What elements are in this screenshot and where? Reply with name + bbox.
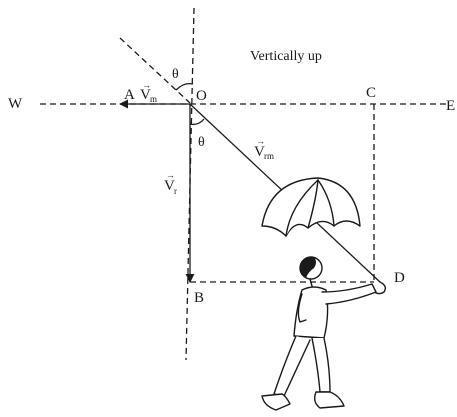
- point-o-label: O: [196, 88, 207, 104]
- svg-text:V: V: [164, 178, 175, 194]
- angle-arc-top: [175, 82, 194, 91]
- vertically-up-label: Vertically up: [250, 49, 322, 64]
- svg-text:V: V: [254, 144, 265, 160]
- vector-vr-label: → V r: [164, 170, 177, 196]
- svg-text:V: V: [140, 87, 151, 103]
- point-d-label: D: [394, 270, 405, 286]
- vector-vrm-label: → V rm: [254, 136, 274, 161]
- rain-line-extension: [119, 37, 191, 104]
- svg-text:r: r: [174, 186, 177, 196]
- point-c-label: C: [366, 85, 376, 101]
- angle-arc-bottom: [189, 118, 205, 126]
- theta-top-label: θ: [172, 67, 179, 82]
- svg-text:→: →: [166, 170, 175, 180]
- west-label: W: [8, 96, 23, 112]
- east-label: E: [446, 98, 455, 114]
- svg-text:→: →: [256, 136, 265, 146]
- vector-vm-label: → V m: [140, 80, 157, 104]
- svg-text:rm: rm: [264, 151, 274, 161]
- svg-text:→: →: [142, 80, 151, 90]
- person-with-umbrella-icon: [261, 177, 387, 411]
- point-a-label: A: [124, 87, 135, 103]
- vertical-axis: [185, 7, 195, 361]
- point-b-label: B: [194, 290, 204, 306]
- svg-text:m: m: [150, 94, 157, 104]
- theta-bottom-label: θ: [198, 135, 205, 150]
